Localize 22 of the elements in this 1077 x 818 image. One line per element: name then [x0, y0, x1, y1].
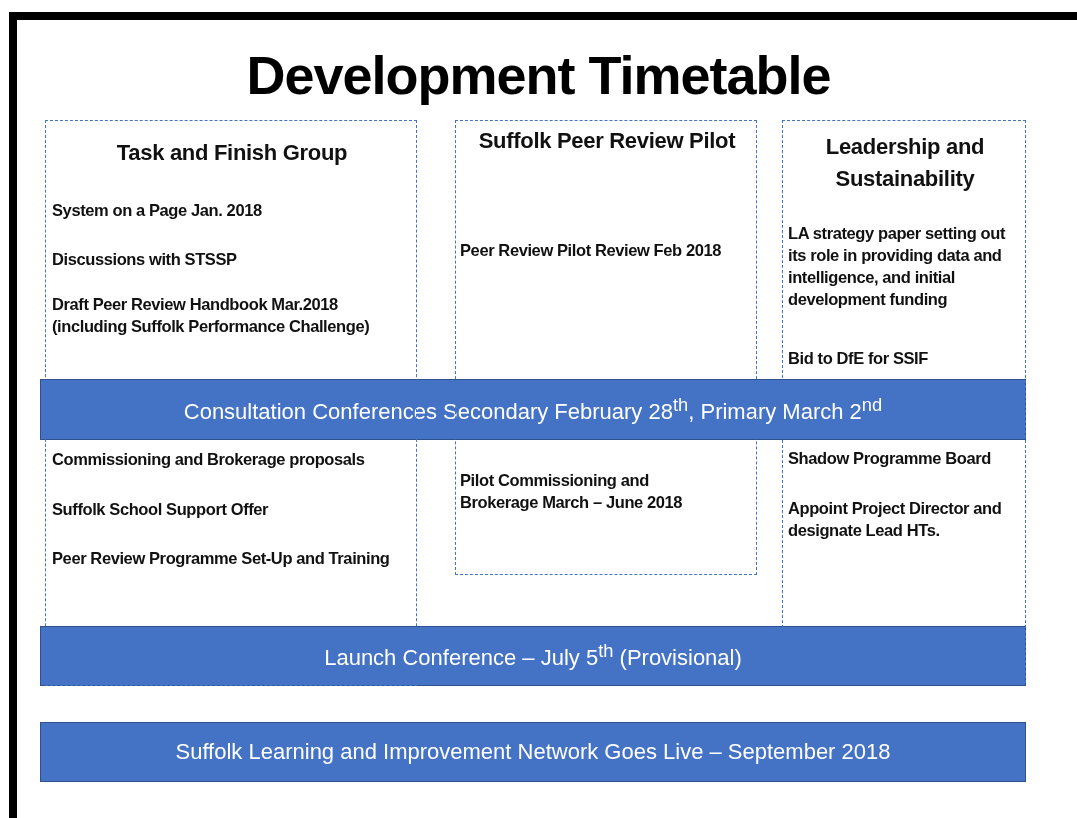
task-text: Shadow Programme Board — [788, 448, 992, 469]
task-text: Discussions with STSSP — [52, 249, 238, 270]
task-text: LA strategy paper setting out its role in providing data and intelligence, and initial development funding — [788, 223, 1007, 310]
task-text: Pilot Commissioning and Brokerage March – June 2018 — [460, 470, 684, 513]
milestone-text: Suffolk Learning and Improvement Network Goes Live – September 2018 — [175, 739, 891, 765]
column-heading: Task and Finish Group — [115, 139, 349, 167]
milestone-band — [40, 722, 1026, 782]
task-text: Bid to DfE for SSIF — [788, 348, 929, 369]
milestone-band — [40, 626, 1026, 686]
task-text: Appoint Project Director and designate Lead HTs. — [788, 498, 1003, 541]
task-text: Peer Review Pilot Review Feb 2018 — [460, 240, 723, 261]
milestone-band — [40, 379, 1026, 440]
milestone-text: Launch Conference – July 5$^{th}$ (Provisional) — [324, 640, 742, 672]
column-heading: Suffolk Peer Review Pilot — [477, 127, 737, 155]
task-text: Draft Peer Review Handbook Mar.2018 (including Suffolk Performance Challenge) — [52, 294, 371, 337]
task-text: System on a Page Jan. 2018 — [52, 200, 263, 221]
task-text: Peer Review Programme Set-Up and Training — [52, 548, 391, 569]
column-heading: Leadership and Sustainability — [824, 133, 986, 193]
task-text: Commissioning and Brokerage proposals — [52, 449, 366, 470]
task-text: Suffolk School Support Offer — [52, 499, 270, 520]
milestone-text: Consultation Conferences Secondary February 28$^{th}$, Primary March 2$^{nd}$ — [183, 393, 883, 426]
title: Development Timetable — [245, 44, 832, 106]
